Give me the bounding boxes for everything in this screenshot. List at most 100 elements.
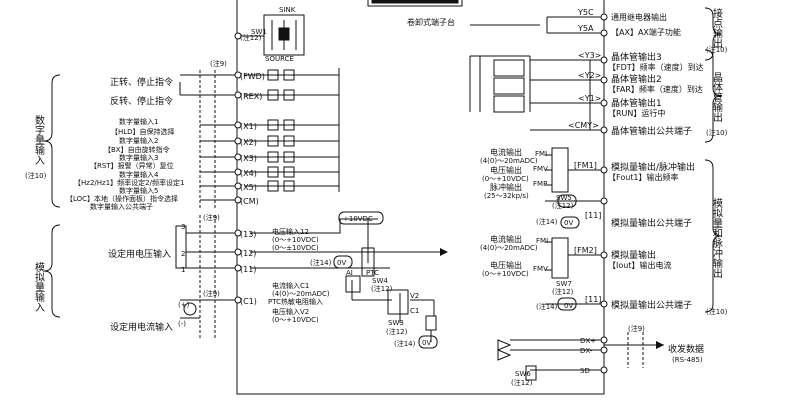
minus-mark: (-) bbox=[178, 320, 186, 328]
an-pulse-out: 模拟量输出/脉冲输出 bbox=[611, 161, 695, 173]
fm2: [FM2] bbox=[574, 246, 597, 255]
cmy: <CMY> bbox=[568, 121, 599, 130]
v12-range2: (0～±10VDC) bbox=[272, 244, 319, 252]
note9r: (注9) bbox=[628, 324, 645, 333]
terminal-c1: (C1) bbox=[240, 297, 257, 306]
fmv: FMV bbox=[533, 165, 548, 173]
cassette-label: 卷卸式端子台 bbox=[407, 17, 455, 27]
fout1: 【Fout1】输出频率 bbox=[608, 172, 679, 182]
terminal-12: (12) bbox=[240, 249, 256, 258]
cur-out2: 电流输出 bbox=[490, 234, 522, 244]
plus-mark: (+) bbox=[178, 301, 190, 309]
v2-tag: V2 bbox=[410, 292, 419, 300]
tr-group: 晶体管输出 bbox=[711, 72, 723, 122]
vol-range2: (0～+10VDC) bbox=[482, 270, 529, 278]
iout1: 【Iout】输出电流 bbox=[608, 260, 671, 270]
comm: 收发数据 bbox=[668, 343, 704, 355]
cur-range: (4(0)～20mADC) bbox=[480, 157, 538, 165]
c1-range: (4(0)～20mADC) bbox=[272, 290, 330, 298]
sw6: SW6 bbox=[515, 370, 531, 378]
din-line: 数字量输入3 bbox=[119, 153, 158, 162]
v2-label: 电压输入V2 bbox=[272, 307, 309, 316]
terminal-fwd: (FWD) bbox=[240, 72, 265, 81]
contact-group: 接点输出 bbox=[711, 7, 723, 48]
din-line: 数字量输入2 bbox=[119, 136, 158, 145]
run: 【RUN】运行中 bbox=[608, 108, 665, 118]
source-label: SOURCE bbox=[265, 55, 294, 63]
note10b: (注10) bbox=[706, 128, 728, 137]
t11b: [11] bbox=[585, 295, 601, 304]
digital-note9: (注9) bbox=[210, 59, 227, 68]
pulse-out: 脉冲输出 bbox=[490, 182, 522, 192]
tr3: 晶体管输出3 bbox=[611, 51, 662, 63]
fmi: FMI bbox=[535, 150, 547, 158]
analog-input-group: 模拟量输入 bbox=[33, 262, 45, 312]
terminal-x2: (X2) bbox=[240, 138, 257, 147]
terminal-x1: (X1) bbox=[240, 122, 257, 131]
terminal-11: (11) bbox=[240, 265, 256, 274]
y5c: Y5C bbox=[577, 8, 594, 17]
note12-top: (注12) bbox=[240, 33, 262, 42]
cur-range2: (4(0)～20mADC) bbox=[480, 244, 538, 252]
an-common2: 模拟量输出公共端子 bbox=[611, 299, 692, 311]
dx-minus: DX- bbox=[580, 347, 593, 355]
c1-tag: C1 bbox=[410, 307, 419, 315]
din-line: 【RST】报警（异常）复位 bbox=[90, 161, 174, 170]
plus10: +10VDC bbox=[343, 215, 373, 223]
reverse-cmd: 反转、停止指令 bbox=[110, 95, 173, 107]
relay-out: 通用继电器输出 bbox=[611, 12, 667, 22]
tr1: 晶体管输出1 bbox=[611, 97, 662, 109]
voltage-setting: 设定用电压输入 bbox=[108, 248, 171, 260]
terminal-rex: (REX) bbox=[240, 92, 262, 101]
din-line: 数字量输入公共端子 bbox=[90, 202, 153, 211]
note12c: (注12) bbox=[552, 201, 574, 210]
fmi2: FMI bbox=[536, 237, 548, 245]
fmp: FMP bbox=[533, 180, 547, 188]
pot-pin1: 1 bbox=[181, 266, 185, 274]
din-line: 【LOC】本地（操作面板）指令选择 bbox=[66, 194, 178, 203]
cur-out: 电流输出 bbox=[490, 147, 522, 157]
din-line: 【HLD】自保持选择 bbox=[111, 127, 175, 136]
note12d: (注12) bbox=[552, 287, 574, 296]
vol-out: 电压输出 bbox=[490, 165, 522, 175]
note10a: (注10) bbox=[706, 45, 728, 54]
vol-range: (0～+10VDC) bbox=[482, 175, 529, 183]
zero-v4: 0V bbox=[564, 302, 573, 310]
y5a: Y5A bbox=[577, 24, 594, 33]
note14: (注14) bbox=[310, 258, 332, 267]
an-common1: 模拟量输出公共端子 bbox=[611, 217, 692, 229]
vol-out2: 电压输出 bbox=[490, 260, 522, 270]
digital-note10: (注10) bbox=[25, 171, 47, 180]
note12e: (注12) bbox=[511, 378, 533, 387]
note12a: (注12) bbox=[371, 284, 393, 293]
ptc-label: PTC热敏电阻输入 bbox=[268, 297, 323, 306]
note14b: (注14) bbox=[394, 339, 416, 348]
inverter-box bbox=[236, 0, 605, 395]
sw1-label: SW1 bbox=[251, 28, 267, 36]
zero-v3: 0V bbox=[564, 219, 573, 227]
note14c: (注14) bbox=[536, 217, 558, 226]
current-setting: 设定用电流输入 bbox=[110, 321, 173, 333]
y3: <Y3> bbox=[578, 51, 601, 60]
din-line: 数字量输入4 bbox=[119, 170, 159, 179]
pot-pin2: 2 bbox=[181, 250, 185, 258]
terminal-x5: (X5) bbox=[240, 183, 257, 192]
far: 【FAR】频率（速度）到达 bbox=[608, 84, 703, 94]
tr2: 晶体管输出2 bbox=[611, 73, 662, 85]
sd: SD bbox=[580, 367, 590, 375]
analog-note9: (注9) bbox=[203, 213, 220, 222]
dx-plus: DX+ bbox=[580, 337, 596, 345]
ax-func: 【AX】AX端子功能 bbox=[611, 27, 681, 37]
din-line: 数字量输入1 bbox=[119, 117, 158, 126]
sink-source-switch bbox=[263, 14, 305, 56]
rs485: (RS-485) bbox=[672, 356, 703, 364]
din-line: 【Hz2/Hz1】频率设定2/频率设定1 bbox=[74, 178, 184, 187]
terminal-x3: (X3) bbox=[240, 154, 257, 163]
ptc-tag: PTC bbox=[366, 269, 379, 277]
zero-v: 0V bbox=[337, 259, 346, 267]
an-group: 模拟量和脉冲输出 bbox=[711, 198, 723, 278]
forward-cmd: 正转、停止指令 bbox=[110, 76, 173, 88]
tr-common: 晶体管输出公共端子 bbox=[611, 125, 692, 137]
fm1: [FM1] bbox=[574, 161, 597, 170]
